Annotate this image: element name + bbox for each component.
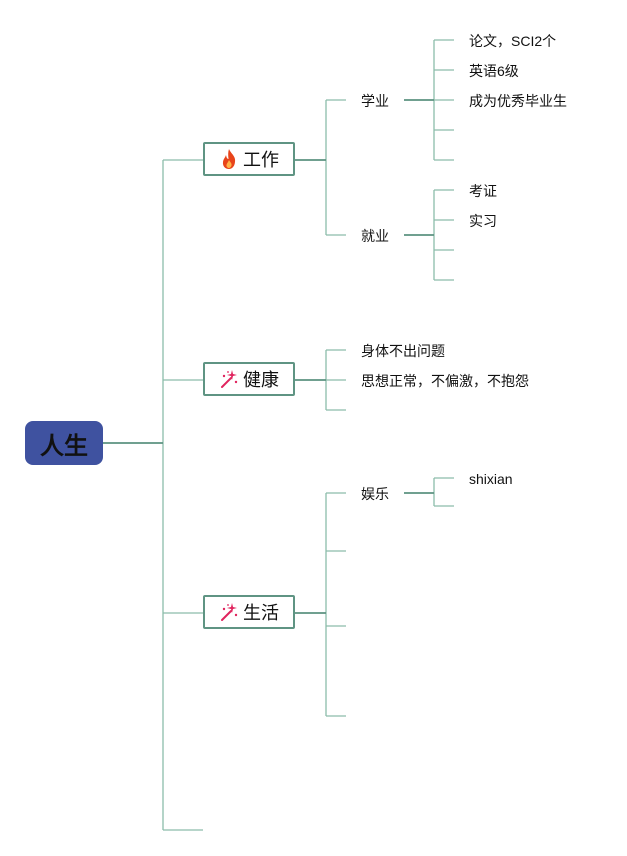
node-employment[interactable]: 就业: [361, 228, 389, 244]
node-excellent-graduate[interactable]: 成为优秀毕业生: [469, 93, 567, 109]
branch-health[interactable]: 健康: [203, 362, 295, 396]
branch-work[interactable]: 工作: [203, 142, 295, 176]
node-entertainment[interactable]: 娱乐: [361, 486, 389, 502]
branch-life[interactable]: 生活: [203, 595, 295, 629]
root-label: 人生: [40, 432, 88, 460]
root-node[interactable]: 人生: [25, 421, 103, 465]
node-mental-health[interactable]: 思想正常，不偏激，不抱怨: [361, 373, 529, 389]
node-internship[interactable]: 实习: [469, 213, 497, 229]
node-papers[interactable]: 论文，SCI2个: [469, 33, 557, 49]
fire-icon: [222, 149, 236, 169]
node-certificates[interactable]: 考证: [469, 183, 497, 199]
branch-label: 生活: [243, 603, 279, 623]
node-shixian[interactable]: shixian: [469, 471, 513, 487]
node-body-health[interactable]: 身体不出问题: [361, 343, 445, 359]
node-study[interactable]: 学业: [361, 93, 389, 109]
branch-label: 健康: [243, 370, 279, 390]
branch-label: 工作: [243, 150, 279, 170]
sparkle-wand-icon: [221, 370, 238, 388]
node-english-cet6[interactable]: 英语6级: [469, 63, 519, 79]
sparkle-wand-icon: [221, 603, 238, 621]
